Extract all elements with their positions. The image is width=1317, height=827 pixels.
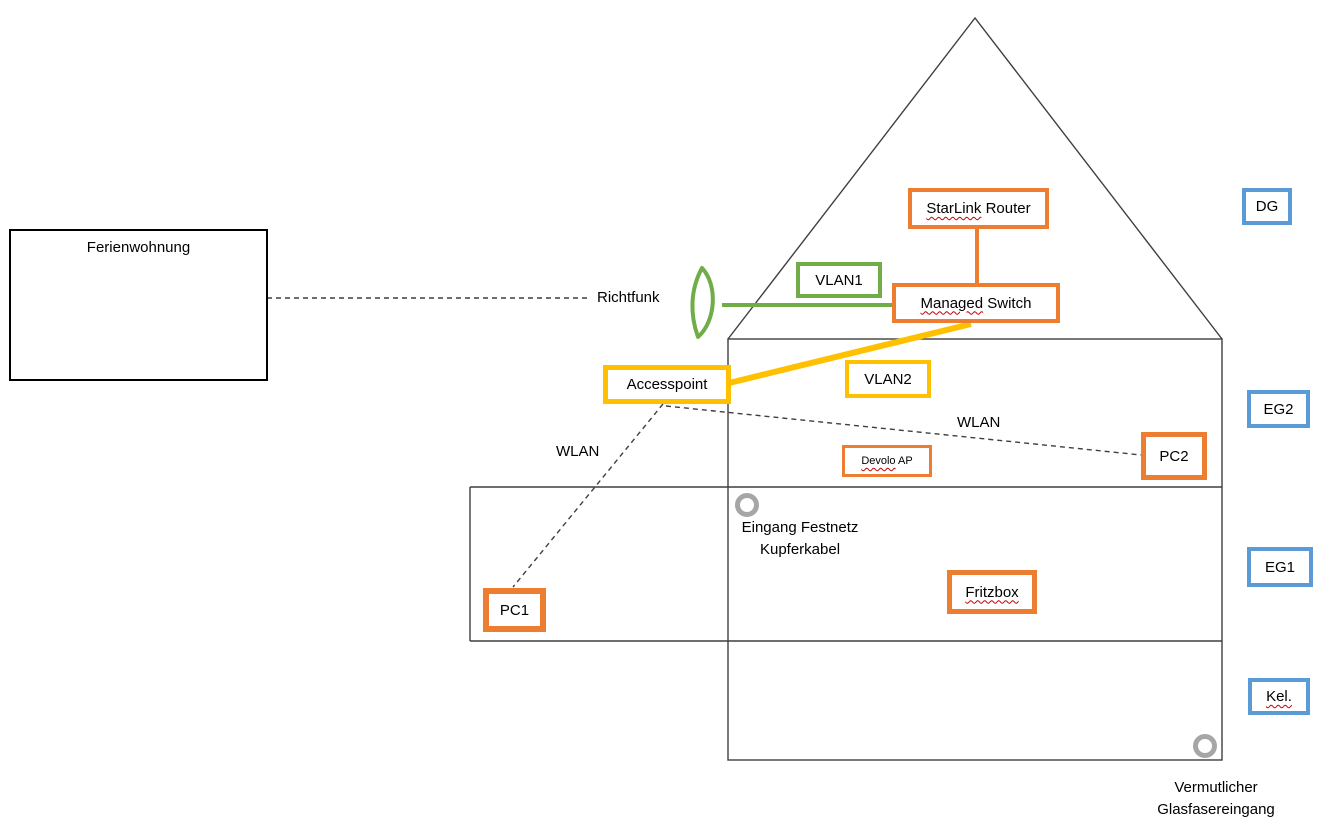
vlan1-label: VLAN1 [815, 271, 863, 289]
starlink-router-label-word1: StarLink [926, 200, 982, 217]
glasfaser-annotation-line1: Vermutlicher [1174, 779, 1258, 796]
devolo-ap-label-word2: AP [895, 455, 913, 467]
starlink-router-label-word2: Router [981, 200, 1031, 217]
vlan2-label: VLAN2 [864, 370, 912, 388]
richtfunk-dish-icon [690, 266, 715, 339]
festnetz-annotation-line2: Kupferkabel [759, 541, 841, 558]
floor-kel-label: Kel. [1266, 688, 1292, 705]
managed-switch-box: Managed Switch [892, 283, 1060, 323]
wlan-label-right: WLAN [957, 414, 1001, 431]
festnetz-annotation-line1: Eingang Festnetz [741, 519, 859, 536]
floor-tag-eg2: EG2 [1247, 390, 1310, 428]
pc1-box: PC1 [483, 588, 546, 632]
devolo-ap-label-word1: Devolo [861, 455, 896, 467]
vlan1-box: VLAN1 [796, 262, 882, 298]
accesspoint-label: Accesspoint [626, 376, 708, 393]
starlink-router-box: StarLink Router [908, 188, 1049, 229]
ferienwohnung-box: Ferienwohnung [9, 229, 268, 381]
floor-eg2-label: EG2 [1263, 400, 1294, 418]
managed-switch-label-word1: Managed [920, 294, 984, 312]
devolo-ap-box: Devolo AP [842, 445, 932, 477]
pc1-label: PC1 [499, 601, 530, 619]
accesspoint-box: Accesspoint [603, 365, 731, 404]
ferienwohnung-label: Ferienwohnung [86, 239, 191, 256]
fritzbox-box: Fritzbox [947, 570, 1037, 614]
managed-switch-label-word2: Switch [983, 294, 1032, 312]
pc2-box: PC2 [1141, 432, 1207, 480]
vlan2-box: VLAN2 [845, 360, 931, 398]
glasfaser-annotation: Vermutlicher Glasfasereingang [1146, 777, 1286, 821]
richtfunk-label: Richtfunk [597, 289, 660, 306]
festnetz-annotation: Eingang Festnetz Kupferkabel [730, 517, 870, 561]
glasfaser-annotation-line2: Glasfasereingang [1157, 801, 1275, 818]
house-body-outline [727, 338, 1223, 761]
pc2-label: PC2 [1159, 447, 1189, 465]
fritzbox-label: Fritzbox [965, 583, 1019, 601]
floor-eg1-label: EG1 [1264, 558, 1295, 576]
glasfaser-entry-port-icon [1193, 734, 1217, 758]
floor-tag-kel: Kel. [1248, 678, 1310, 715]
floor-dg-label: DG [1255, 198, 1279, 215]
wlan-label-left: WLAN [556, 443, 600, 460]
floor-tag-eg1: EG1 [1247, 547, 1313, 587]
house-roof-outline [727, 16, 1223, 340]
wlan-link-to-pc1 [512, 403, 664, 588]
festnetz-entry-port-icon [735, 493, 759, 517]
vlan2-cable-accesspoint-to-switch [728, 321, 972, 386]
wlan-link-to-pc2 [665, 405, 1142, 456]
floor-tag-dg: DG [1242, 188, 1292, 225]
